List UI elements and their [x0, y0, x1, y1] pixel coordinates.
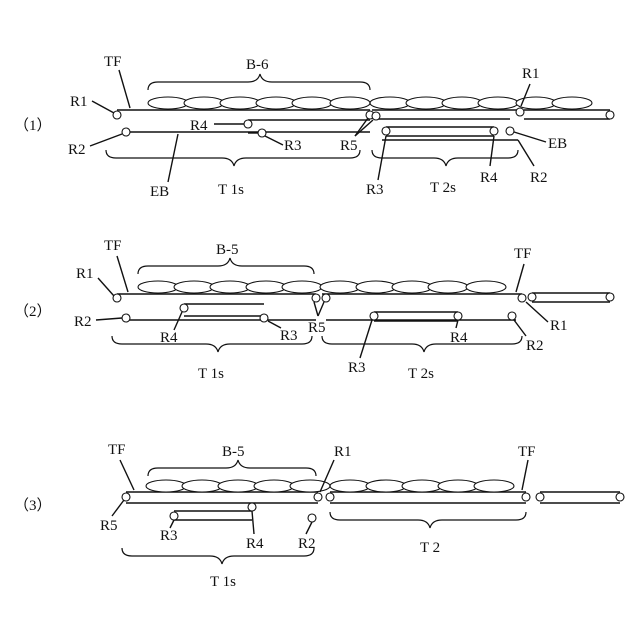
r3-label: R3 — [160, 528, 178, 544]
r2-right-label: R2 — [526, 338, 544, 354]
r4-label: R4 — [246, 536, 264, 552]
bundle-label: B-5 — [222, 444, 245, 460]
r1-right-label: R1 — [550, 318, 568, 334]
r1-right-label: R1 — [522, 66, 540, 82]
r2-label: R2 — [298, 536, 316, 552]
exit-rod — [528, 293, 614, 302]
r3-left-label: R3 — [280, 328, 298, 344]
bundle-brace — [138, 258, 314, 274]
t1-label: T 1s — [210, 574, 236, 590]
inner-rod-left — [170, 503, 256, 520]
logs-row-2 — [138, 281, 506, 293]
r4-right-label: R4 — [480, 170, 498, 186]
diagram-1-index: （1） — [14, 117, 52, 134]
bundle-label: B-6 — [246, 57, 269, 73]
r1-left-label: R1 — [76, 266, 94, 282]
left-conveyor — [122, 492, 322, 522]
bundle-brace — [148, 74, 370, 90]
t1-label: T 1s — [198, 366, 224, 382]
t2-brace — [330, 512, 526, 528]
bundle-label: B-5 — [216, 242, 239, 258]
r4-left-label: R4 — [190, 118, 208, 134]
right-conveyor — [372, 108, 524, 140]
diagram-3-index: （3） — [14, 497, 52, 514]
t2-label: T 2s — [408, 366, 434, 382]
r3-right-label: R3 — [366, 182, 384, 198]
exit-rod — [524, 110, 614, 119]
right-conveyor — [326, 492, 530, 503]
tf-right-label: TF — [514, 246, 532, 262]
t1-brace — [122, 548, 314, 564]
bundle-brace — [148, 460, 316, 476]
r2-left-label: R2 — [68, 142, 86, 158]
r5-label: R5 — [308, 320, 326, 336]
left-conveyor — [113, 294, 320, 322]
r3-right-label: R3 — [348, 360, 366, 376]
tf-left-label: TF — [108, 442, 126, 458]
r1-label: R1 — [334, 444, 352, 460]
r2-left-label: R2 — [74, 314, 92, 330]
tf-left-label: TF — [104, 238, 122, 254]
inner-rod-right — [382, 127, 498, 136]
tf-label: TF — [104, 54, 122, 70]
logs-row-3 — [146, 480, 514, 492]
exit-rod — [536, 492, 624, 503]
logs-row-1 — [148, 97, 592, 109]
left-conveyor — [113, 110, 374, 136]
tf-right-label: TF — [518, 444, 536, 460]
diagram-2-index: （2） — [14, 303, 52, 320]
eb-right-label: EB — [548, 136, 567, 152]
diagram-1: （1） — [14, 54, 614, 200]
inner-rod-left — [244, 120, 370, 137]
r1-left-label: R1 — [70, 94, 88, 110]
r5-label: R5 — [340, 138, 358, 154]
r5-label: R5 — [100, 518, 118, 534]
r2-right-label: R2 — [530, 170, 548, 186]
right-conveyor — [322, 294, 526, 320]
t2-label: T 2s — [430, 180, 456, 196]
t2-brace — [322, 336, 522, 352]
eb-left-label: EB — [150, 184, 169, 200]
t2-label: T 2 — [420, 540, 440, 556]
diagram-3: （3） — [14, 442, 624, 590]
diagram-2: （2） — [14, 238, 614, 382]
t1-brace — [106, 150, 360, 166]
t1-label: T 1s — [218, 182, 244, 198]
t2-brace — [372, 150, 518, 166]
r3-left-label: R3 — [284, 138, 302, 154]
